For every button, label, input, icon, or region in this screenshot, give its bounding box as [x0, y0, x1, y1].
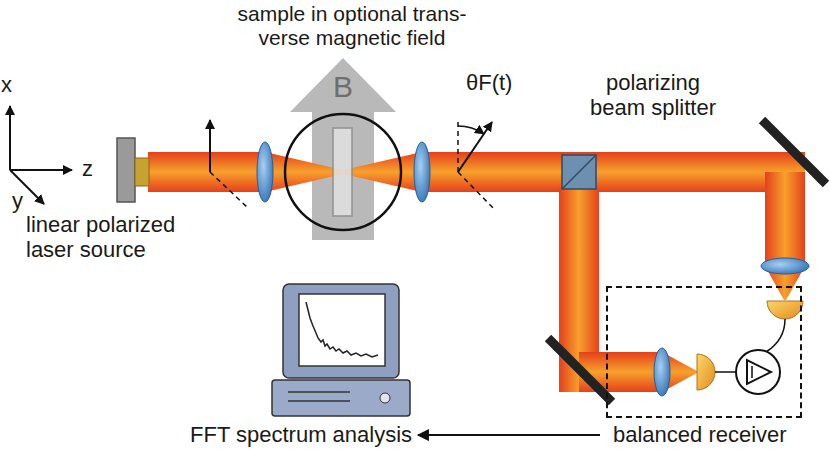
power-button: [380, 393, 390, 403]
label: y: [12, 188, 32, 213]
rotation-reference: [458, 172, 495, 210]
photodiode: [697, 354, 715, 390]
lens: [414, 142, 430, 202]
laser-aperture: [135, 158, 149, 186]
beam-splitter-cube: [562, 155, 596, 189]
monitor: [283, 284, 399, 378]
wire: [766, 319, 785, 352]
rotation-angle-arc: [458, 126, 484, 134]
laser-housing: [117, 138, 135, 202]
monitor-screen: [299, 294, 385, 366]
label: polarizing beam splitter: [578, 70, 728, 121]
lens: [257, 142, 273, 202]
field-region: [285, 114, 401, 230]
node-label: balanced receiver: [613, 423, 787, 447]
laser-beam: [765, 172, 805, 266]
diverging-beam: [343, 152, 422, 192]
node-label: FFT spectrum analysis: [190, 423, 412, 447]
receiver-box: balanced receiver: [606, 286, 828, 448]
mirror: [548, 338, 612, 402]
amplifier-symbol: [751, 366, 753, 378]
label: sample in optional trans- verse magnetic…: [223, 2, 481, 50]
label: linear polarized laser source: [26, 212, 204, 263]
lens: [761, 258, 809, 274]
drive-slot: [288, 391, 350, 393]
laser-beam: [422, 152, 805, 192]
amplifier-symbol: [747, 360, 771, 384]
computer-case: [272, 380, 410, 416]
label: θF(t): [466, 70, 536, 95]
wire: [715, 371, 736, 373]
mirror: [762, 120, 826, 184]
focused-beam: [265, 152, 343, 192]
sample: [333, 128, 352, 216]
x-axis: [9, 106, 11, 170]
drive-slot: [288, 400, 350, 402]
label: B: [323, 70, 363, 105]
dashed-outline: [606, 286, 802, 418]
label: z: [82, 156, 102, 181]
spectrum-trace: [306, 302, 378, 357]
analysis-node: FFT spectrum analysis: [190, 423, 412, 447]
magnetic-field-arrow: [290, 58, 396, 240]
polarization-reference: [210, 172, 248, 208]
z-axis: [10, 169, 72, 171]
label: x: [1, 72, 21, 97]
photodiode: [767, 301, 803, 319]
polarization-arrow: [209, 120, 211, 172]
signal-arrow: [418, 434, 600, 436]
rotated-polarization-arrow: [458, 122, 492, 172]
lens: [654, 348, 670, 396]
beam-splitter-face: [562, 155, 596, 189]
amplifier: [736, 350, 780, 394]
laser-beam: [148, 152, 266, 192]
